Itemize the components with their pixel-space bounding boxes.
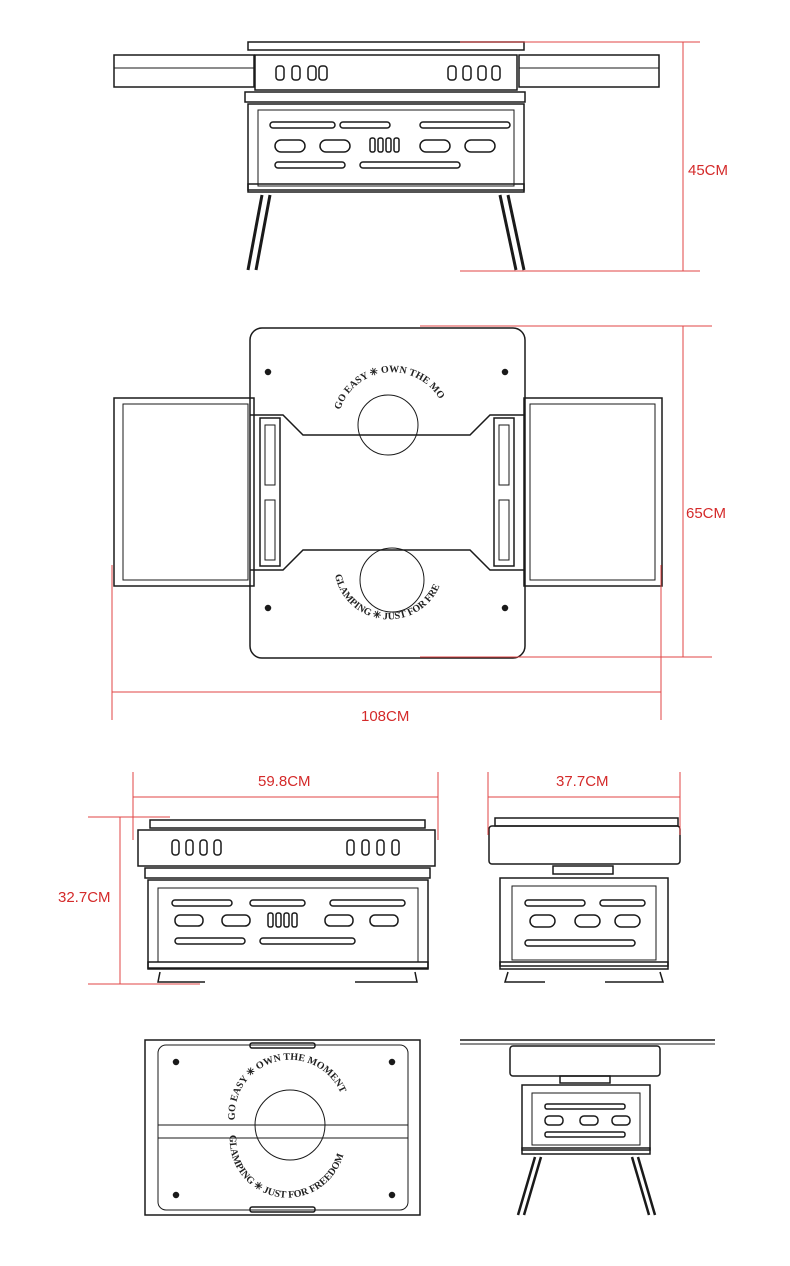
front-view-extended xyxy=(113,41,660,271)
label-59-8cm: 59.8CM xyxy=(258,773,311,790)
dimension-body-width: 59.8CM xyxy=(132,772,439,840)
top-view-extended xyxy=(113,327,663,659)
label-108cm: 108CM xyxy=(361,708,409,725)
side-view-extended xyxy=(460,1039,715,1216)
front-view-compact xyxy=(137,819,436,983)
dimension-top-depth: 65CM xyxy=(420,325,726,658)
label-45cm: 45CM xyxy=(688,162,728,179)
label-37-7cm: 37.7CM xyxy=(556,773,609,790)
logo-text-bottom-2: GLAMPING ✳ JUST FOR FREEDOM xyxy=(227,1135,347,1201)
logo-text-top-1: GO EASY ✳ OWN THE MOMENT xyxy=(0,0,447,411)
logo-text-bottom-1: GLAMPING ✳ JUST FOR FREEDOM xyxy=(0,0,443,623)
top-view-compact xyxy=(144,1039,421,1216)
dimension-front-height: 45CM xyxy=(460,41,728,272)
label-65cm: 65CM xyxy=(686,505,726,522)
dimension-side-depth: 37.7CM xyxy=(487,772,681,835)
logo-text-top-2: GO EASY ✳ OWN THE MOMENT xyxy=(227,1052,349,1121)
side-view-compact xyxy=(488,817,681,983)
label-32-7cm: 32.7CM xyxy=(58,889,111,906)
dimension-top-width: 108CM xyxy=(111,565,662,725)
dimension-body-height: 32.7CM xyxy=(58,816,200,985)
